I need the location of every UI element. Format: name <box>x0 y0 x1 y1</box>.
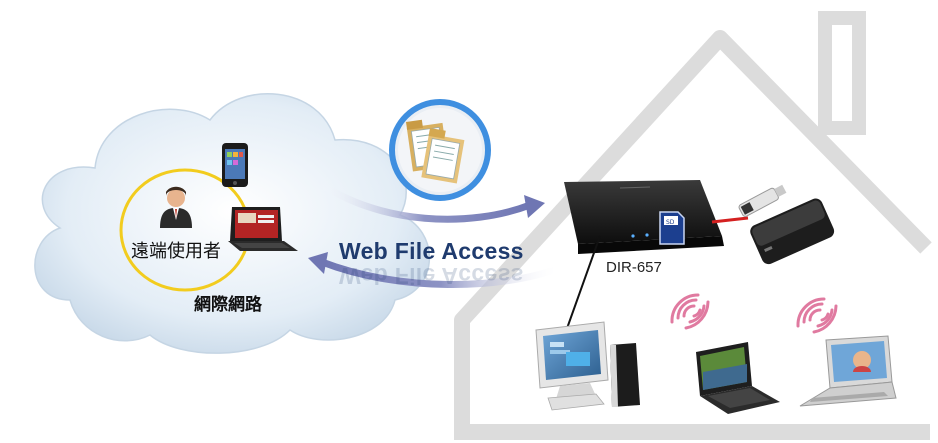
wifi-signal-icon <box>796 297 826 328</box>
sd-card-icon: SD <box>659 211 685 245</box>
user-icon <box>160 186 192 228</box>
wifi-signal-icon <box>812 304 838 334</box>
house-chimney <box>818 11 866 135</box>
download-arrow <box>308 252 564 288</box>
usb-stick-icon <box>738 184 787 217</box>
wifi-signal-icon <box>684 300 710 330</box>
laptop-icon <box>696 342 780 414</box>
desktop-computer-icon <box>535 321 640 411</box>
smartphone-icon <box>222 143 248 187</box>
wifi-signal-icon <box>670 293 700 324</box>
web-file-access-reflection: Web File Access <box>339 263 524 289</box>
svg-text:SD: SD <box>666 219 675 226</box>
web-file-access-title: Web File Access <box>339 238 524 264</box>
folder-files-icon <box>389 99 491 201</box>
router-model-label: DIR-657 <box>606 259 662 276</box>
external-hdd-icon <box>750 198 835 265</box>
upload-arrow <box>314 178 545 223</box>
house-outline <box>454 30 932 440</box>
laptop-icon <box>799 335 897 407</box>
laptop-icon <box>228 207 298 251</box>
internet-label: 網際網路 <box>194 295 262 315</box>
router-icon <box>564 180 724 254</box>
remote-user-label: 遠端使用者 <box>131 241 221 262</box>
usb-cable <box>711 216 749 224</box>
